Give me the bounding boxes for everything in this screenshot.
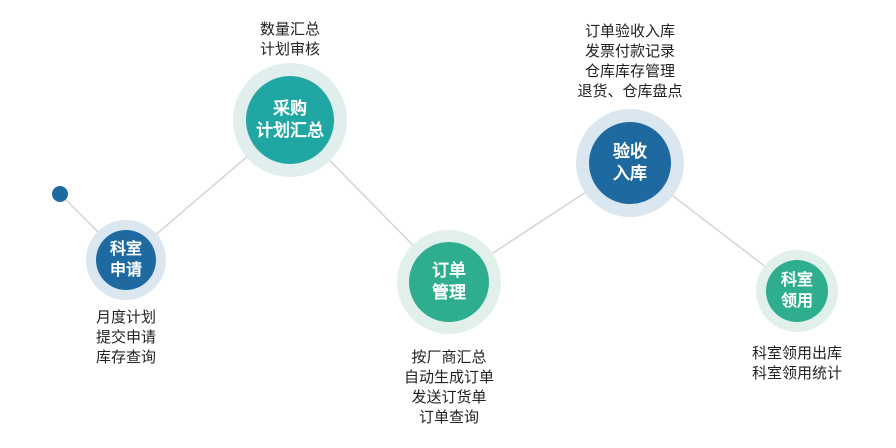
stage-node-order-mgmt: 订单 管理 (397, 230, 501, 334)
stage-label: 验收 入库 (589, 122, 671, 204)
stage-label: 采购 计划汇总 (246, 76, 334, 164)
stage-desc-order-mgmt: 按厂商汇总 自动生成订单 发送订货单 订单查询 (403, 348, 494, 426)
stage-desc-dept-request: 月度计划 提交申请 库存查询 (95, 308, 156, 366)
start-dot (52, 186, 68, 202)
stage-label: 订单 管理 (409, 242, 489, 322)
stage-node-purchase-plan: 采购 计划汇总 (233, 63, 347, 177)
stage-node-dept-request: 科室 申请 (86, 220, 166, 300)
stage-label: 科室 领用 (766, 260, 828, 322)
stage-label: 科室 申请 (96, 230, 156, 290)
stage-node-receive: 验收 入库 (576, 109, 684, 217)
stage-node-dept-use: 科室 领用 (756, 250, 838, 332)
stage-desc-purchase-plan: 数量汇总 计划审核 (259, 20, 320, 58)
stage-desc-receive: 订单验收入库 发票付款记录 仓库库存管理 退货、仓库盘点 (577, 22, 683, 100)
stage-desc-dept-use: 科室领用出库 科室领用统计 (751, 344, 842, 382)
